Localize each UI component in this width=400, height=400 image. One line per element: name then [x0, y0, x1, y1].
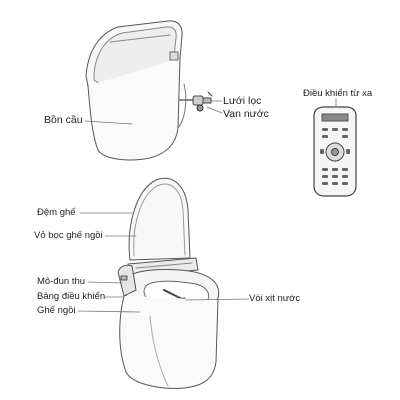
label-filter: Lưới lọc [223, 95, 262, 107]
label-receiver-module: Mô-đun thu [37, 276, 86, 287]
label-bowl: Bồn cầu [44, 114, 83, 126]
label-seat-cover: Vỏ bọc ghế ngồi [34, 230, 103, 241]
label-seat: Ghế ngồi [37, 305, 76, 316]
leader-lines [77, 98, 337, 313]
remote-control-illustration [313, 106, 357, 197]
label-seat-pad: Đệm ghế [37, 207, 76, 218]
bottom-toilet-illustration [117, 178, 220, 389]
label-valve: Van nước [223, 108, 269, 120]
label-remote-control: Điều khiển từ xa [303, 88, 373, 99]
top-toilet-illustration [85, 20, 213, 161]
label-control-panel: Bảng điều khiển [37, 291, 106, 302]
label-spray-nozzle: Vòi xịt nước [249, 293, 301, 304]
